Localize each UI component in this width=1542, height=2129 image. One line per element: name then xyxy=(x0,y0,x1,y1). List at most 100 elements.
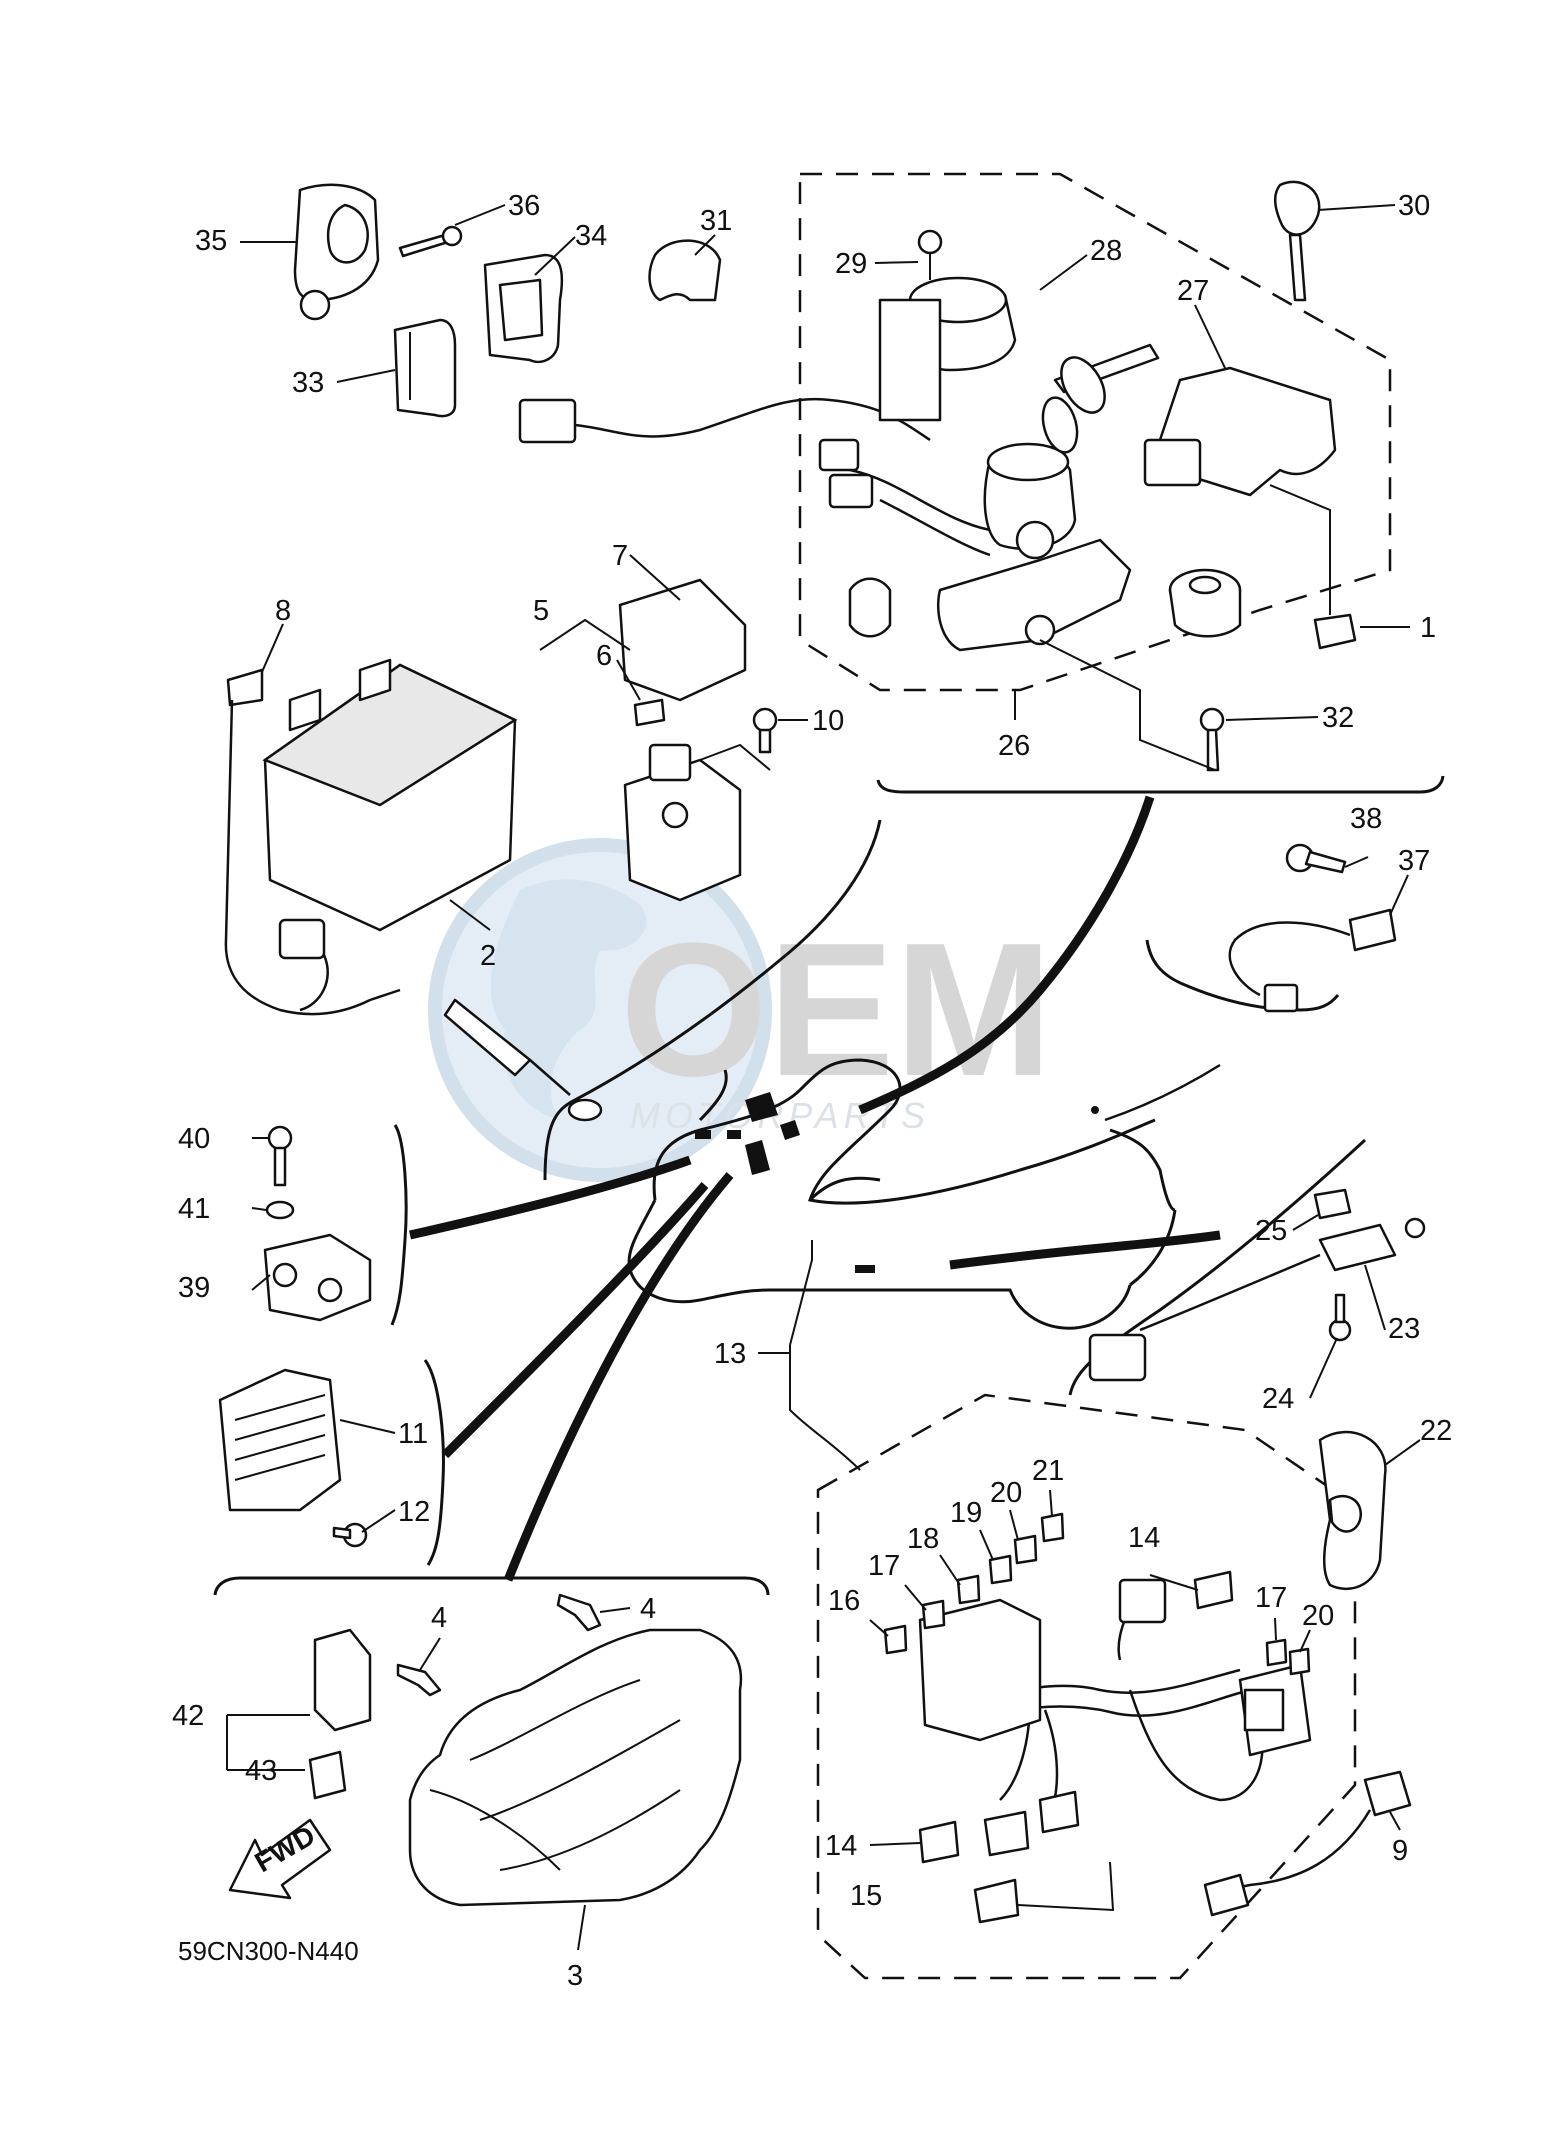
screw-36 xyxy=(398,225,463,258)
callout-20-right: 20 xyxy=(1302,1600,1334,1632)
watermark: OEM MOTORPARTS xyxy=(428,838,1053,1182)
battery-box-3 xyxy=(408,1628,743,1907)
callout-27: 27 xyxy=(1177,275,1209,307)
battery-bracket-line xyxy=(543,819,882,1181)
screw-24 xyxy=(1328,1293,1352,1342)
clamp-22 xyxy=(1318,1430,1387,1591)
callout-25: 25 xyxy=(1255,1215,1287,1247)
callout-4-left: 4 xyxy=(431,1602,447,1634)
callout-26: 26 xyxy=(998,730,1030,762)
callout-16: 16 xyxy=(828,1585,860,1617)
nut-25 xyxy=(1313,1188,1352,1220)
callout-4-right: 4 xyxy=(640,1593,656,1625)
rivet-4-left xyxy=(396,1663,442,1697)
battery-cable xyxy=(299,954,603,1122)
callout-42: 42 xyxy=(172,1700,204,1732)
callout-20-left: 20 xyxy=(990,1477,1022,1509)
relay-43 xyxy=(308,1750,347,1800)
callout-28: 28 xyxy=(1090,235,1122,267)
callout-10: 10 xyxy=(812,705,844,737)
callout-17-right: 17 xyxy=(1255,1582,1287,1614)
clamp-31 xyxy=(648,239,722,302)
callout-labels: 1 2 3 4 4 5 6 7 8 9 10 11 12 13 14 14 15… xyxy=(172,190,1452,1992)
callout-35: 35 xyxy=(195,225,227,257)
bracket-34 xyxy=(483,253,564,364)
starter-relay-5 xyxy=(623,743,742,902)
callout-7: 7 xyxy=(612,540,628,572)
washer-41 xyxy=(265,1200,295,1220)
callout-39: 39 xyxy=(178,1272,210,1304)
callout-34: 34 xyxy=(575,220,607,252)
nut-1 xyxy=(1313,613,1357,650)
callout-14-top: 14 xyxy=(1128,1522,1160,1554)
rectifier-11 xyxy=(218,1368,342,1512)
ecu-27 xyxy=(1143,366,1337,497)
left-bracket-11 xyxy=(423,1359,445,1566)
screw-29 xyxy=(917,229,943,280)
harness-tab-3 xyxy=(855,1265,875,1273)
harness-leader-13 xyxy=(789,1345,861,1471)
cover-33 xyxy=(393,318,457,418)
battery-band-8 xyxy=(224,668,401,1016)
callout-12: 12 xyxy=(398,1496,430,1528)
callout-37: 37 xyxy=(1398,845,1430,877)
ignition-group-frame xyxy=(798,172,1392,692)
wiring-harness-13 xyxy=(789,1240,1312,1816)
harness-block-1 xyxy=(745,1092,778,1122)
callout-21: 21 xyxy=(1032,1455,1064,1487)
relay-mount-leader xyxy=(699,743,771,771)
callout-23: 23 xyxy=(1388,1313,1420,1345)
drawing-code: 59CN300-N440 xyxy=(178,1936,359,1966)
cap-28-cover xyxy=(1168,568,1242,638)
callout-14-bottom: 14 xyxy=(825,1830,857,1862)
switch-mount-leader xyxy=(1039,639,1216,771)
callout-leaders xyxy=(240,204,1421,1951)
relays-14-15 xyxy=(918,1570,1234,1924)
callout-30: 30 xyxy=(1398,190,1430,222)
callout-13: 13 xyxy=(714,1338,746,1370)
callout-6: 6 xyxy=(596,640,612,672)
rivet-4-right xyxy=(556,1593,602,1632)
harness-dot xyxy=(1091,1106,1099,1114)
callout-11: 11 xyxy=(398,1418,428,1450)
relay-cover-7 xyxy=(618,578,747,702)
callout-31: 31 xyxy=(700,205,732,237)
ecu-mount-leader xyxy=(1269,484,1331,615)
callout-38: 38 xyxy=(1350,803,1382,835)
callout-22: 22 xyxy=(1420,1415,1452,1447)
callout-17-left: 17 xyxy=(868,1550,900,1582)
callout-19: 19 xyxy=(950,1497,982,1529)
screw-12 xyxy=(332,1522,368,1548)
battery-2 xyxy=(262,658,518,960)
left-bracket-39 xyxy=(390,1124,408,1326)
key-assembly xyxy=(1041,343,1160,454)
watermark-brand: OEM xyxy=(620,904,1053,1116)
lock-cylinder xyxy=(848,577,892,638)
pointer-lines xyxy=(409,795,1221,1582)
callout-15: 15 xyxy=(850,1880,882,1912)
right-mid-divider xyxy=(1145,939,1340,1012)
connector-wire-top xyxy=(518,397,931,444)
callout-9: 9 xyxy=(1392,1835,1408,1867)
right-bracket-23 xyxy=(1068,1138,1367,1396)
callout-36: 36 xyxy=(508,190,540,222)
callout-18: 18 xyxy=(907,1523,939,1555)
relay-42 xyxy=(313,1628,372,1732)
fuse-6 xyxy=(633,698,666,727)
callout-29: 29 xyxy=(835,248,867,280)
top-section-divider xyxy=(876,775,1445,794)
bolt-10 xyxy=(752,707,778,754)
relay-holder-35 xyxy=(293,183,380,321)
wiring-group-frame xyxy=(816,1393,1357,1980)
main-switch-assembly-26 xyxy=(818,276,1132,652)
callout-24: 24 xyxy=(1262,1383,1294,1415)
callout-33: 33 xyxy=(292,367,324,399)
callout-41: 41 xyxy=(178,1193,210,1225)
harness-block-3 xyxy=(780,1120,800,1140)
callout-3: 3 xyxy=(567,1960,583,1992)
harness-tab-1 xyxy=(695,1130,711,1139)
harness-block-2 xyxy=(745,1140,770,1175)
screw-32 xyxy=(1199,707,1225,772)
callout-5: 5 xyxy=(533,595,549,627)
